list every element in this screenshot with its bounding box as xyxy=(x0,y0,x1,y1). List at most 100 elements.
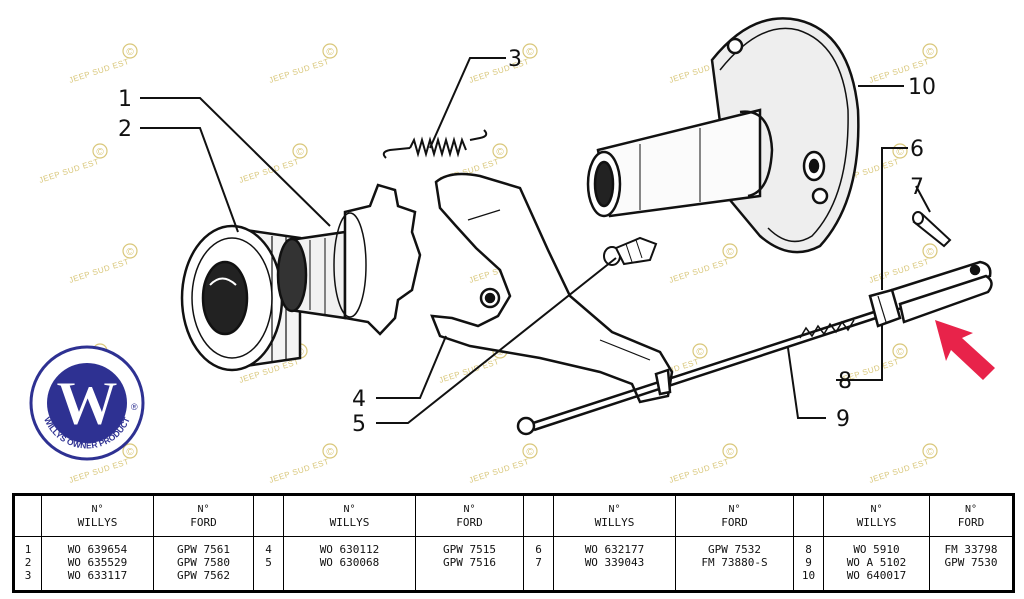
part-8-adjusting-nut xyxy=(868,288,902,328)
watermark-copyright-symbol: © xyxy=(926,47,934,58)
watermark-copyright-circle xyxy=(922,43,938,59)
watermark-copyright-symbol: © xyxy=(896,147,904,158)
watermark-text: JEEP SUD EST xyxy=(238,157,300,185)
callout-3: 3 xyxy=(508,47,522,72)
col-ford-4: N°FORD xyxy=(929,494,1014,537)
watermark-copyright-symbol: © xyxy=(296,147,304,158)
watermark-copyright-circle xyxy=(322,43,338,59)
callout-2: 2 xyxy=(118,117,132,142)
part-9-clutch-rod xyxy=(516,310,877,436)
header-willys-label: WILLYS xyxy=(856,515,897,529)
watermark-copyright-circle xyxy=(722,243,738,259)
watermark-copyright-symbol: © xyxy=(126,447,134,458)
watermark-copyright-circle xyxy=(122,443,138,459)
highlight-arrow xyxy=(935,320,995,380)
leader-lines xyxy=(140,57,931,424)
part-number: WO 635529 xyxy=(67,556,128,569)
callout-1: 1 xyxy=(118,87,132,112)
watermark-text: JEEP SUD EST xyxy=(868,457,930,485)
watermark-copyright-circle xyxy=(722,443,738,459)
ref-number: 8 xyxy=(805,543,812,556)
header-no-label: N° xyxy=(728,503,741,515)
watermark-text: JEEP SUD EST xyxy=(438,357,500,385)
header-no-label: N° xyxy=(463,503,476,515)
header-no-label: N° xyxy=(91,503,104,515)
watermark-text: JEEP SUD EST xyxy=(68,457,130,485)
col-willys-3: N°WILLYS xyxy=(553,494,676,537)
watermark-copyright-symbol: © xyxy=(896,347,904,358)
watermark-copyright-circle xyxy=(322,443,338,459)
col-ford-2: N°FORD xyxy=(415,494,524,537)
willys-logo: W WILLYS OWNER PRODUCT ® xyxy=(29,345,145,461)
ref-number: 3 xyxy=(24,569,32,582)
col-ford-1: N°FORD xyxy=(153,494,254,537)
watermark-text: JEEP SUD EST xyxy=(268,57,330,85)
watermark-copyright-symbol: © xyxy=(96,147,104,158)
part-6-clevis xyxy=(890,260,993,324)
part-number: GPW 7516 xyxy=(443,556,496,569)
header-ford-label: FORD xyxy=(957,515,985,529)
header-no-label: N° xyxy=(870,503,883,515)
watermark-copyright-circle xyxy=(692,343,708,359)
part-7-clevis-pin xyxy=(912,211,952,248)
ref-number: 1 xyxy=(24,543,32,556)
watermark-copyright-circle xyxy=(892,343,908,359)
part-number: GPW 7561 xyxy=(177,543,230,556)
watermark-copyright-symbol: © xyxy=(726,247,734,258)
header-ford-label: FORD xyxy=(456,515,483,529)
header-willys-label: WILLYS xyxy=(329,515,370,529)
watermark-text: JEEP SUD EST xyxy=(38,157,100,185)
part-number: WO 633117 xyxy=(67,569,128,582)
part-5-ball-stud xyxy=(603,236,658,266)
callout-8: 8 xyxy=(838,369,852,394)
ref-number: 10 xyxy=(801,569,816,582)
watermark-copyright-symbol: © xyxy=(326,447,334,458)
watermark-copyright-symbol: © xyxy=(926,247,934,258)
part-number: GPW 7530 xyxy=(944,556,998,569)
part-1-bearing-carrier xyxy=(276,183,422,336)
part-number: WO 639654 xyxy=(67,543,128,556)
header-no-label: N° xyxy=(343,503,356,515)
ref-number: 6 xyxy=(535,543,542,556)
watermark-copyright-circle xyxy=(492,143,508,159)
header-willys-label: WILLYS xyxy=(77,515,118,529)
exploded-parts-diagram: JEEP SUD EST©JEEP SUD EST©JEEP SUD EST©J… xyxy=(29,17,995,485)
ref-number: 9 xyxy=(805,556,812,569)
header-ford-label: FORD xyxy=(190,515,217,529)
col-ref-3 xyxy=(523,494,554,537)
watermark-copyright-circle xyxy=(922,243,938,259)
watermark-text: JEEP SUD EST xyxy=(668,257,730,285)
part-2-bearing-ring xyxy=(180,224,302,372)
watermark-copyright-symbol: © xyxy=(496,347,504,358)
watermark-copyright-circle xyxy=(892,143,908,159)
part-number: GPW 7580 xyxy=(177,556,230,569)
part-10-bearing-retainer xyxy=(586,17,860,254)
callout-4: 4 xyxy=(352,387,366,412)
part-number: GPW 7532 xyxy=(708,543,761,556)
watermark-copyright-symbol: © xyxy=(726,447,734,458)
watermark-text: JEEP SUD EST xyxy=(468,457,530,485)
header-no-label: N° xyxy=(608,503,621,515)
callout-9: 9 xyxy=(836,407,850,432)
callout-5: 5 xyxy=(352,412,366,437)
part-number: WO 339043 xyxy=(584,556,645,569)
col-willys-1: N°WILLYS xyxy=(41,494,154,537)
logo-letter: W xyxy=(56,370,118,438)
ref-number: 4 xyxy=(265,543,272,556)
part-4-release-fork xyxy=(430,172,674,404)
callout-10: 10 xyxy=(908,75,936,100)
watermark-copyright-circle xyxy=(92,143,108,159)
ref-number: 5 xyxy=(265,556,272,569)
watermark-copyright-symbol: © xyxy=(526,447,534,458)
col-ford-3: N°FORD xyxy=(675,494,794,537)
col-ref-2 xyxy=(253,494,284,537)
